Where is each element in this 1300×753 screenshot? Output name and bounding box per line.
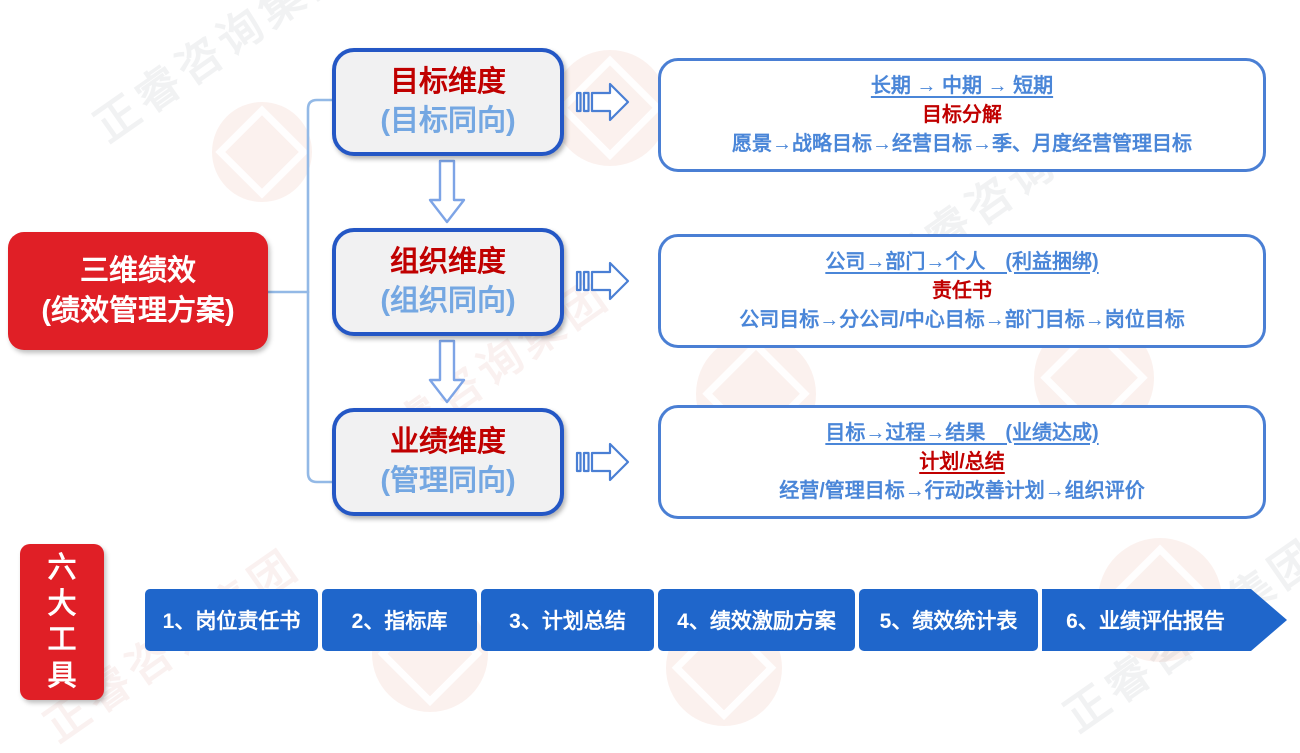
dimension-box-goal: 目标维度 (目标同向) — [332, 48, 564, 156]
detail-flow: 目标→过程→结果 (业绩达成) — [825, 421, 1099, 444]
watermark-logo-circle — [212, 102, 312, 202]
tool-item-incentive-plan: 4、绩效激励方案 — [658, 589, 855, 651]
tool-item-statistics-table: 5、绩效统计表 — [859, 589, 1038, 651]
dimension-title: 业绩维度 — [389, 426, 506, 458]
main-title: 三维绩效 — [79, 255, 196, 287]
tool-item-indicator-library: 2、指标库 — [322, 589, 477, 651]
detail-keyword: 计划/总结 — [919, 450, 1005, 473]
down-arrow-icon — [428, 159, 466, 224]
tool-item-evaluation-report: 6、业绩评估报告 — [1042, 589, 1287, 651]
detail-breakdown: 经营/管理目标→行动改善计划→组织评价 — [779, 479, 1145, 502]
tools-row: 1、岗位责任书 2、指标库 3、计划总结 4、绩效激励方案 5、绩效统计表 6、… — [145, 589, 1287, 651]
detail-keyword: 目标分解 — [922, 103, 1002, 126]
detail-flow: 长期 → 中期 → 短期 — [870, 74, 1054, 97]
watermark-brand-text: 正睿咨询集团 — [85, 0, 360, 152]
watermark-logo-circle — [552, 50, 668, 166]
dimension-box-organization: 组织维度 (组织同向) — [332, 228, 564, 336]
dimension-subtitle: (组织同向) — [380, 285, 516, 317]
dimension-subtitle: (目标同向) — [380, 105, 516, 137]
dimension-subtitle: (管理同向) — [380, 465, 516, 497]
six-tools-label-box: 六大工具 — [20, 544, 104, 700]
main-topic-box: 三维绩效 (绩效管理方案) — [8, 232, 268, 350]
main-subtitle: (绩效管理方案) — [41, 295, 235, 327]
down-arrow-icon — [428, 339, 466, 404]
dimension-title: 目标维度 — [389, 66, 506, 98]
tool-item-responsibility-letter: 1、岗位责任书 — [145, 589, 318, 651]
six-tools-label: 六大工具 — [47, 552, 77, 692]
striped-right-arrow-icon — [575, 82, 630, 122]
detail-breakdown: 公司目标→分公司/中心目标→部门目标→岗位目标 — [739, 308, 1185, 331]
watermark-diamond-icon — [557, 55, 663, 161]
watermark-diamond-icon — [215, 105, 309, 199]
detail-box-organization: 公司→部门→个人 (利益捆绑) 责任书 公司目标→分公司/中心目标→部门目标→岗… — [658, 234, 1266, 348]
striped-right-arrow-icon — [575, 261, 630, 301]
dimension-title: 组织维度 — [389, 246, 506, 278]
striped-right-arrow-icon — [575, 442, 630, 482]
bracket-connector — [266, 98, 334, 484]
detail-box-performance: 目标→过程→结果 (业绩达成) 计划/总结 经营/管理目标→行动改善计划→组织评… — [658, 405, 1266, 519]
detail-keyword: 责任书 — [932, 279, 992, 302]
detail-breakdown: 愿景→战略目标→经营目标→季、月度经营管理目标 — [732, 132, 1192, 155]
tool-item-plan-summary: 3、计划总结 — [481, 589, 654, 651]
dimension-box-performance: 业绩维度 (管理同向) — [332, 408, 564, 516]
detail-box-goal: 长期 → 中期 → 短期 目标分解 愿景→战略目标→经营目标→季、月度经营管理目… — [658, 58, 1266, 172]
detail-flow: 公司→部门→个人 (利益捆绑) — [825, 250, 1099, 273]
